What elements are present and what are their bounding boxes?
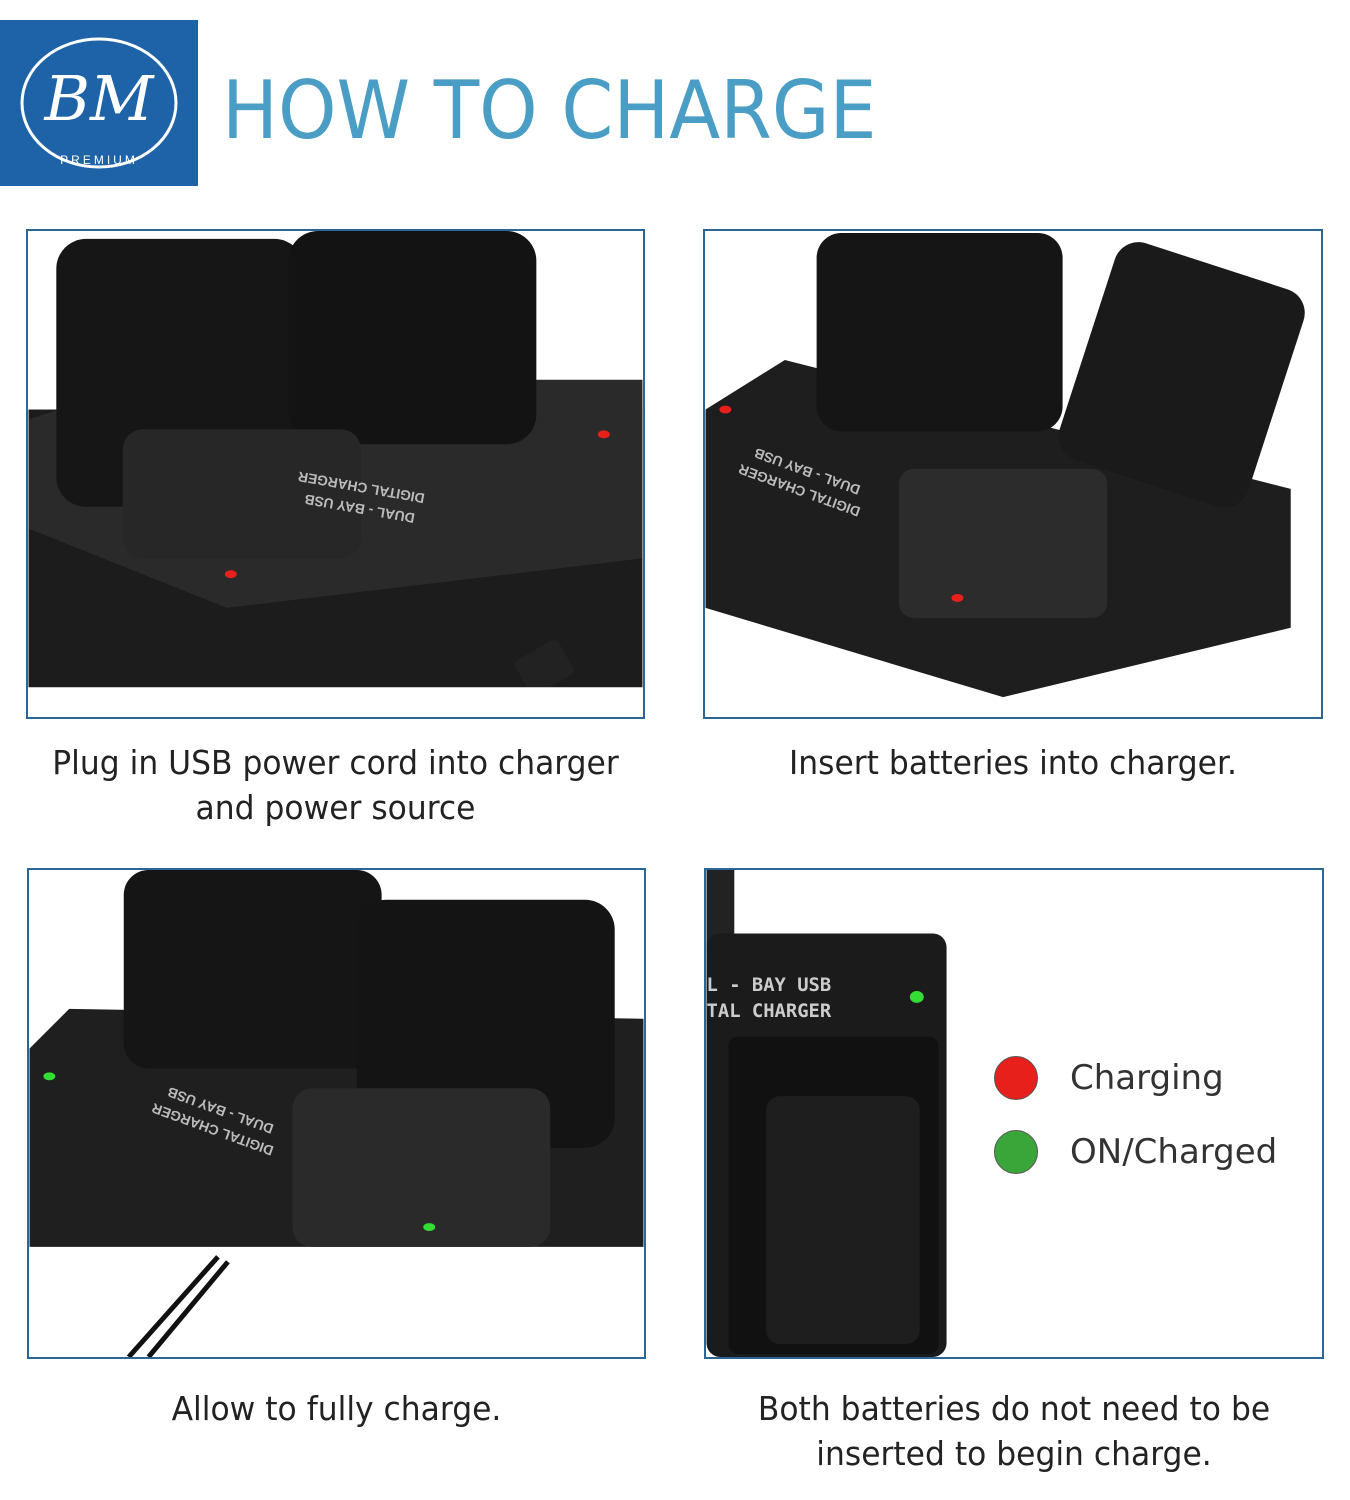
- green-led-icon: [994, 1130, 1038, 1174]
- step-2-caption: Insert batteries into charger.: [789, 743, 1237, 782]
- legend-charging: Charging: [994, 1056, 1224, 1100]
- legend-charged: ON/Charged: [994, 1130, 1277, 1174]
- step-2-image: DUAL - BAY USB DIGITAL CHARGER: [703, 229, 1323, 719]
- svg-text:BM: BM: [43, 62, 155, 135]
- page-title: HOW TO CHARGE: [222, 64, 877, 157]
- svg-text:L - BAY USB: L - BAY USB: [707, 975, 832, 996]
- red-led-icon: [994, 1056, 1038, 1100]
- brand-logo: BM PREMIUM: [0, 20, 198, 186]
- step-4-image: L - BAY USB TAL CHARGER Charging ON/Char…: [704, 868, 1324, 1359]
- step-3-caption: Allow to fully charge.: [171, 1389, 502, 1428]
- svg-text:PREMIUM: PREMIUM: [60, 153, 138, 167]
- step-3-image: DUAL - BAY USB DIGITAL CHARGER: [27, 868, 646, 1359]
- step-1-image: DUAL - BAY USB DIGITAL CHARGER: [26, 229, 645, 719]
- svg-text:TAL CHARGER: TAL CHARGER: [707, 1001, 832, 1022]
